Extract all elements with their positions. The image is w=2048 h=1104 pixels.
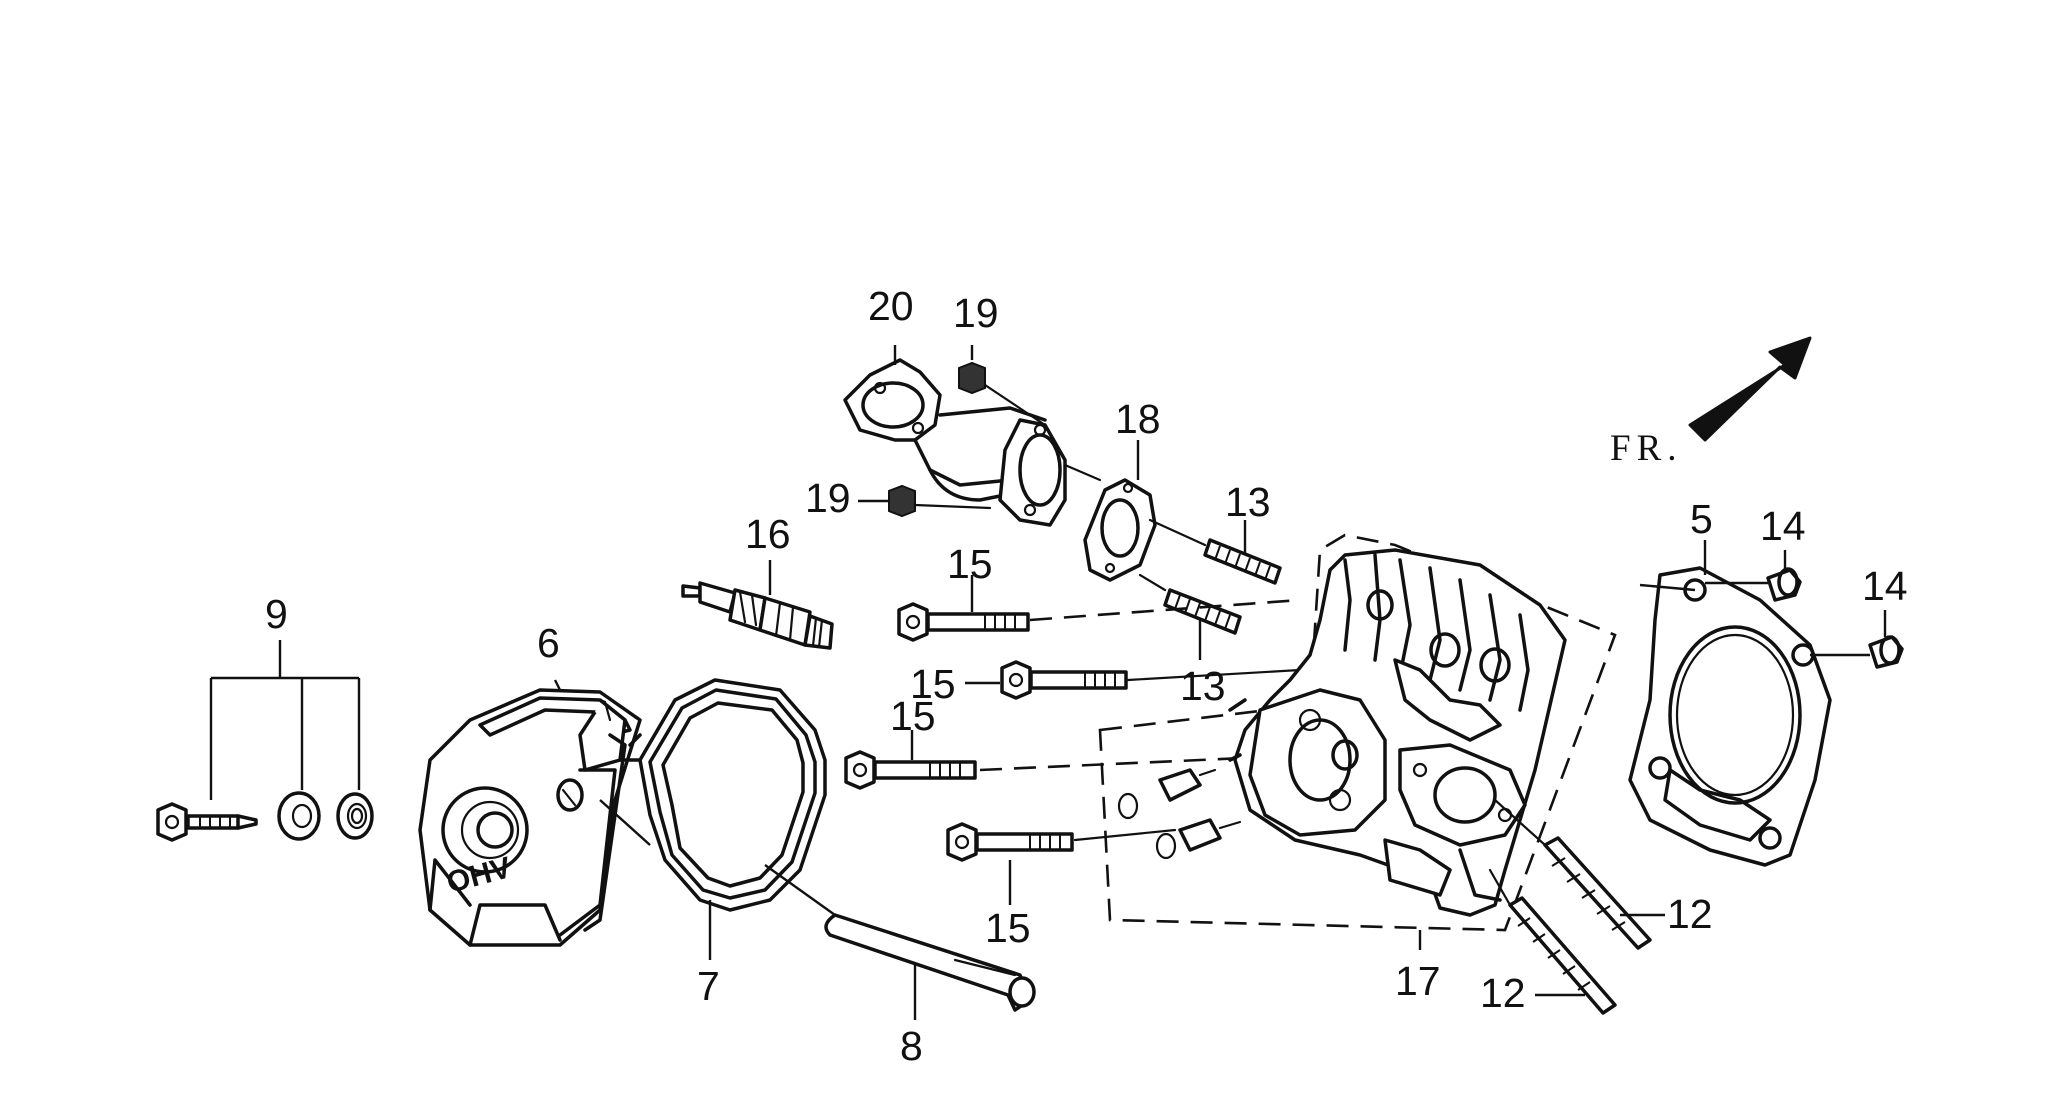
- part-12-stud-right: [1493, 798, 1665, 950]
- part-9-bolt-washer-set: [156, 640, 374, 842]
- o-ring-a: [1117, 792, 1139, 820]
- part-20-intake-elbow: [843, 345, 1067, 527]
- washer: [277, 791, 321, 841]
- part-19-nut-upper: [958, 345, 1047, 427]
- callout-15-a: 15: [947, 541, 993, 587]
- callout-15-c: 15: [890, 693, 936, 739]
- callout-14-right: 14: [1862, 563, 1908, 609]
- callout-13-lower: 13: [1180, 663, 1226, 709]
- callout-13-upper: 13: [1225, 479, 1271, 525]
- front-direction-label: FR.: [1610, 428, 1683, 469]
- part-19-nut-lower: [858, 485, 992, 517]
- part-7-cover-gasket: [638, 678, 827, 960]
- callout-12-right: 12: [1667, 891, 1713, 937]
- part-13-stud-lower: [1138, 573, 1242, 660]
- callout-20: 20: [868, 283, 914, 329]
- part-8-breather-tube: [764, 864, 1036, 1020]
- callout-17: 17: [1395, 958, 1441, 1004]
- part-12-stud-bottom: [1488, 868, 1617, 1015]
- cylinder-head-body: [1228, 548, 1567, 917]
- callout-9: 9: [265, 591, 288, 637]
- callout-16: 16: [745, 511, 791, 557]
- part-15-bolt-a: [897, 575, 1301, 642]
- part-15-bolt-d: [946, 822, 1177, 905]
- part-15-bolt-b: [965, 660, 1302, 700]
- valve-guide-plug-a: [1158, 768, 1217, 802]
- callout-5: 5: [1690, 496, 1713, 542]
- part-5-head-gasket: [1628, 540, 1832, 867]
- callout-19-upper: 19: [953, 290, 999, 336]
- callout-7: 7: [697, 963, 720, 1009]
- callout-19-lower: 19: [805, 475, 851, 521]
- part-18-intake-gasket: [1063, 440, 1157, 582]
- part-6-valve-cover: OHV: [418, 679, 651, 947]
- callout-12-bottom: 12: [1480, 970, 1526, 1016]
- flange-bolt: [156, 802, 258, 842]
- callout-6: 6: [537, 620, 560, 666]
- valve-guide-plug-b: [1178, 818, 1242, 852]
- seal-washer: [336, 792, 374, 840]
- o-ring-b: [1155, 832, 1177, 860]
- callout-18: 18: [1115, 396, 1161, 442]
- callout-15-d: 15: [985, 905, 1031, 951]
- front-direction-arrow: [1688, 336, 1812, 442]
- part-14-dowel-upper: [1705, 550, 1802, 602]
- part-14-dowel-right: [1810, 610, 1904, 669]
- part-13-stud-upper: [1148, 518, 1282, 585]
- part-16-spark-plug: [681, 560, 834, 650]
- callout-15-b: 15: [910, 661, 956, 707]
- part-17-cylinder-head: [1098, 533, 1617, 950]
- callout-14-upper: 14: [1760, 503, 1806, 549]
- callout-8: 8: [900, 1023, 923, 1069]
